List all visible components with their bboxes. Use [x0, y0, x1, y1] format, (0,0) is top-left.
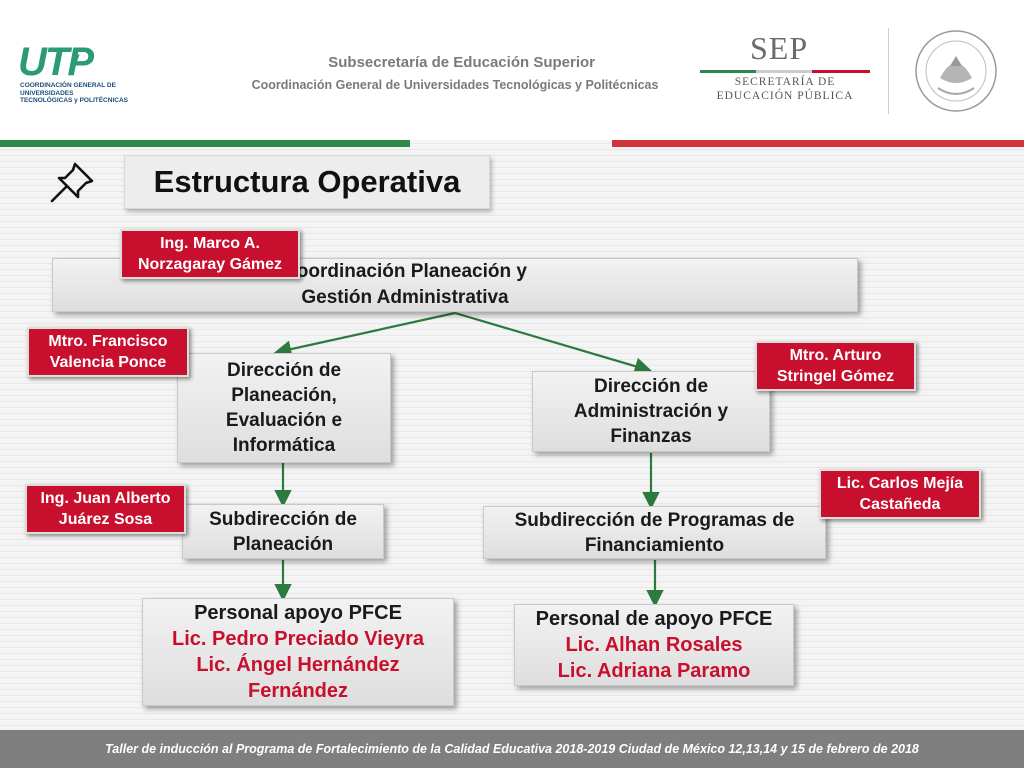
- footer: Taller de inducción al Programa de Forta…: [0, 730, 1024, 768]
- sep-logo-line1: SECRETARÍA DE: [734, 76, 836, 88]
- tag-carlos-line1: Lic. Carlos Mejía: [836, 475, 964, 492]
- tag-francisco-line2: Valencia Ponce: [49, 354, 167, 371]
- utp-logo-caption-line1: COORDINACIÓN GENERAL DE UNIVERSIDADES: [20, 82, 116, 97]
- page-title: Estructura Operativa: [124, 155, 490, 209]
- tag-arturo: Mtro. Arturo Stringel Gómez: [755, 341, 916, 391]
- tag-carlos: Lic. Carlos Mejía Castañeda: [819, 469, 981, 519]
- red-stripe: [612, 140, 1024, 147]
- tag-francisco-line1: Mtro. Francisco: [48, 333, 168, 350]
- node-sub-planeacion-line1: Subdirección de: [209, 508, 357, 530]
- node-dir-planeacion: Dirección de Planeación, Evaluación e In…: [177, 353, 391, 463]
- utp-logo-mark: UTP: [18, 40, 94, 84]
- node-personal-right-line3: Lic. Adriana Paramo: [557, 660, 751, 682]
- node-dir-planeacion-line3: Evaluación e: [225, 410, 343, 431]
- node-coordinacion-line2: Gestión Administrativa: [301, 287, 509, 308]
- utp-logo: UTP y COORDINACIÓN GENERAL DE UNIVERSIDA…: [18, 40, 133, 110]
- node-personal-right-line2: Lic. Alhan Rosales: [565, 634, 743, 656]
- connector-coord-to-dir-planeacion: [273, 311, 456, 358]
- tag-arturo-line1: Mtro. Arturo: [789, 347, 882, 364]
- node-personal-left-line1: Personal apoyo PFCE: [194, 602, 402, 624]
- node-personal-right-line1: Personal de apoyo PFCE: [535, 608, 773, 630]
- node-personal-left-line3: Lic. Ángel Hernández: [196, 654, 400, 676]
- utp-logo-y: y: [73, 50, 80, 64]
- pushpin-icon: [50, 162, 94, 203]
- sep-logo-acronym: SEP: [750, 30, 809, 66]
- sep-logo-line2: EDUCACIÓN PÚBLICA: [716, 90, 854, 102]
- node-sub-programas-line1: Subdirección de Programas de: [514, 509, 795, 531]
- tag-marco-line1: Ing. Marco A.: [160, 235, 260, 252]
- green-stripe: [0, 140, 410, 147]
- node-sub-programas: Subdirección de Programas de Financiamie…: [483, 506, 826, 559]
- node-personal-left-line2: Lic. Pedro Preciado Vieyra: [172, 628, 424, 650]
- node-coordinacion-line1: Coordinación Planeación y: [283, 261, 527, 282]
- node-personal-right: Personal de apoyo PFCE Lic. Alhan Rosale…: [514, 604, 794, 686]
- tag-juan: Ing. Juan Alberto Juárez Sosa: [25, 484, 186, 534]
- header-coordinacion: Coordinación General de Universidades Te…: [251, 78, 659, 92]
- node-personal-left: Personal apoyo PFCE Lic. Pedro Preciado …: [142, 598, 454, 706]
- node-dir-administracion-line2: Administración y: [573, 401, 729, 422]
- node-personal-left-line4: Fernández: [247, 680, 349, 702]
- node-dir-planeacion-line1: Dirección de: [226, 360, 342, 381]
- tag-marco-line2: Norzagaray Gámez: [137, 256, 283, 273]
- header: UTP y COORDINACIÓN GENERAL DE UNIVERSIDA…: [0, 0, 1024, 140]
- node-dir-administracion-line3: Finanzas: [610, 426, 692, 447]
- node-sub-planeacion: Subdirección de Planeación: [182, 504, 384, 559]
- tag-carlos-line2: Castañeda: [859, 496, 941, 513]
- connector-coord-to-dir-administracion: [454, 311, 653, 375]
- utp-logo-caption-line2: TECNOLÓGICAS y POLITÉCNICAS: [20, 97, 128, 104]
- node-dir-administracion: Dirección de Administración y Finanzas: [532, 371, 770, 452]
- header-subsecretaria: Subsecretaría de Educación Superior: [328, 54, 595, 71]
- node-dir-administracion-line1: Dirección de: [593, 376, 709, 397]
- header-divider: [888, 28, 889, 114]
- node-sub-programas-line2: Financiamiento: [584, 534, 725, 556]
- tag-juan-line2: Juárez Sosa: [58, 511, 153, 528]
- tag-marco: Ing. Marco A. Norzagaray Gámez: [120, 229, 300, 279]
- tag-juan-line1: Ing. Juan Alberto: [40, 490, 171, 507]
- tag-francisco: Mtro. Francisco Valencia Ponce: [27, 327, 189, 377]
- national-seal-icon: [915, 30, 997, 112]
- tag-arturo-line2: Stringel Gómez: [776, 368, 895, 385]
- node-dir-planeacion-line4: Informática: [232, 435, 336, 456]
- node-sub-planeacion-line2: Planeación: [232, 533, 334, 555]
- sep-logo-bar: [700, 70, 870, 73]
- utp-logo-caption: COORDINACIÓN GENERAL DE UNIVERSIDADES TE…: [20, 82, 140, 105]
- sep-logo: SEP SECRETARÍA DE EDUCACIÓN PÚBLICA: [700, 30, 870, 110]
- node-dir-planeacion-line2: Planeación,: [231, 385, 337, 406]
